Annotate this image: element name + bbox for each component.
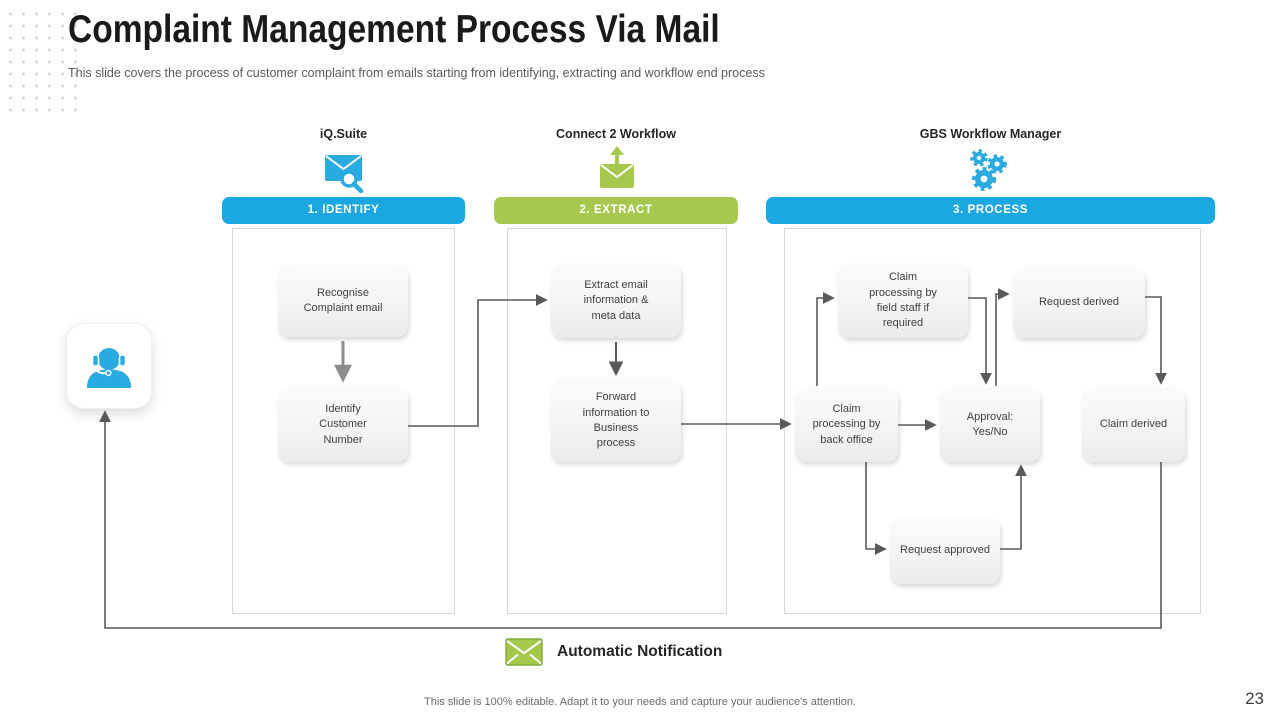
tool-label-iq-suite: iQ.Suite: [319, 127, 368, 141]
stage-banner-process: 3. PROCESS: [766, 197, 1215, 224]
node-claim-processing-field-staff: Claim processing by field staff if requi…: [838, 264, 968, 338]
node-request-derived: Request derived: [1013, 268, 1145, 338]
page-number: 23: [1245, 689, 1264, 708]
node-claim-derived: Claim derived: [1082, 388, 1185, 462]
page-title-text: Complaint Management Process Via Mail: [68, 8, 720, 51]
page-title: Complaint Management Process Via Mail: [68, 8, 826, 52]
stage-banner-extract: 2. EXTRACT: [494, 197, 738, 224]
node-extract-email-information: Extract email information & meta data: [551, 264, 681, 338]
customer-service-card: [66, 323, 152, 409]
stage-banner-process-label: 3. PROCESS: [952, 204, 1029, 216]
mail-send-icon: [600, 146, 634, 188]
dot-grid-decoration: [4, 8, 86, 112]
node-approval-yes-no: Approval: Yes/No: [940, 388, 1040, 462]
mail-search-icon: [325, 155, 364, 194]
stage-banner-extract-label: 2. EXTRACT: [579, 204, 653, 216]
automatic-notification-label: Automatic Notification: [557, 643, 723, 660]
automatic-notification: Automatic Notification: [505, 638, 722, 666]
stage-banner-identify-label: 1. IDENTIFY: [307, 204, 380, 216]
node-claim-processing-back-office: Claim processing by back office: [795, 388, 898, 462]
footer-note: This slide is 100% editable. Adapt it to…: [424, 696, 856, 708]
customer-headset-icon: [87, 344, 131, 388]
slide-subtitle: This slide covers the process of custome…: [68, 66, 765, 80]
tool-label-gbs-workflow-manager: GBS Workflow Manager: [919, 127, 1062, 141]
node-request-approved: Request approved: [890, 518, 1000, 584]
stage-banner-identify: 1. IDENTIFY: [222, 197, 465, 224]
tool-label-connect2workflow: Connect 2 Workflow: [556, 127, 676, 141]
mail-icon: [505, 638, 543, 666]
node-recognise-complaint-email: Recognise Complaint email: [278, 265, 408, 337]
node-identify-customer-number: Identify Customer Number: [278, 388, 408, 462]
gears-icon: [970, 149, 1007, 191]
node-forward-information: Forward information to Business process: [551, 380, 681, 462]
